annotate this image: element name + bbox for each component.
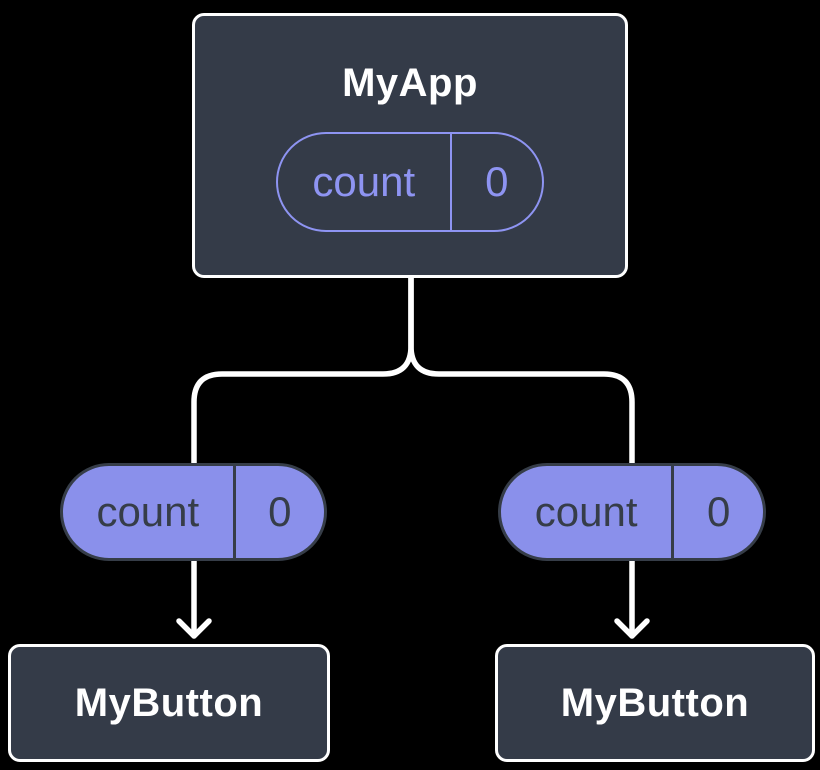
node-myapp: MyApp count 0 xyxy=(192,13,628,278)
node-myapp-title: MyApp xyxy=(342,60,478,105)
branch-right-line xyxy=(408,269,635,473)
node-mybutton-left-title: MyButton xyxy=(74,681,264,725)
node-mybutton-left: MyButton xyxy=(8,644,330,762)
state-pill-value: 0 xyxy=(485,157,509,205)
props-pill-right: count 0 xyxy=(498,463,766,561)
state-pill: count 0 xyxy=(276,131,544,232)
arrow-left-head-icon xyxy=(176,618,212,639)
props-pill-left-label: count xyxy=(63,466,236,558)
props-pill-left-value: 0 xyxy=(268,488,292,535)
props-pill-right-value: 0 xyxy=(706,488,731,535)
props-pill-left: count 0 xyxy=(60,463,327,561)
branch-left-line xyxy=(191,269,414,473)
node-mybutton-right: MyButton xyxy=(495,644,815,762)
props-pill-right-label: count xyxy=(501,466,675,558)
arrow-right-head-icon xyxy=(614,618,650,639)
node-mybutton-right-title: MyButton xyxy=(560,681,750,725)
state-pill-label: count xyxy=(278,133,452,230)
